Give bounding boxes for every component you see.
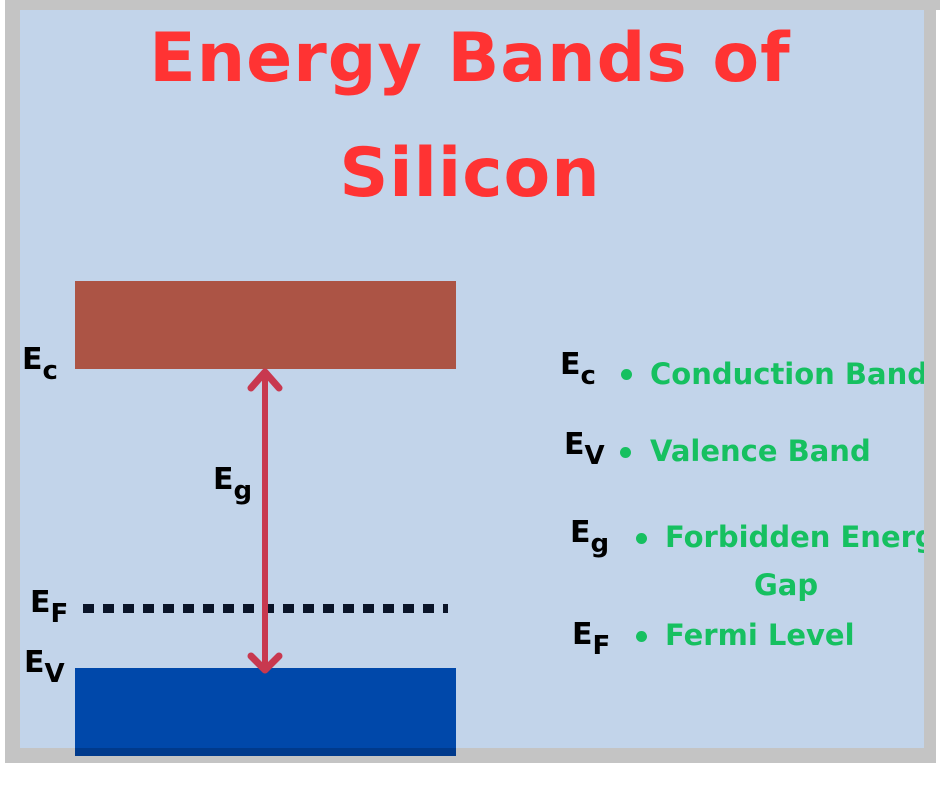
frame-right-edge <box>924 0 936 763</box>
bullet-icon <box>621 369 632 380</box>
ef-label: EF <box>30 585 69 629</box>
valence-band-edge <box>75 748 456 756</box>
page-title-line2: Silicon <box>339 134 601 213</box>
ev-label: EV <box>24 645 65 689</box>
eg-label: Eg <box>213 462 253 506</box>
legend-forbidden-gap: Forbidden Energ <box>665 520 936 554</box>
legend-ef-symbol: EF <box>572 617 611 661</box>
conduction-band <box>75 281 456 369</box>
legend-ev-symbol: EV <box>564 427 605 471</box>
legend-valence-band: Valence Band <box>650 434 871 468</box>
bullet-icon <box>636 533 647 544</box>
ec-label: Ec <box>22 342 58 386</box>
legend-forbidden-gap-line2: Gap <box>754 568 819 602</box>
legend-eg-symbol: Eg <box>570 515 610 559</box>
frame-outside-right <box>936 10 940 788</box>
page-title-line1: Energy Bands of <box>149 19 791 98</box>
legend-conduction-band: Conduction Band <box>650 357 928 391</box>
legend-ec-symbol: Ec <box>560 347 596 391</box>
valence-band <box>75 668 456 756</box>
bullet-icon <box>636 631 647 642</box>
diagram-canvas <box>20 10 924 748</box>
bullet-icon <box>620 447 631 458</box>
energy-gap-arrow-icon <box>247 368 283 674</box>
legend-fermi-level: Fermi Level <box>665 618 855 652</box>
